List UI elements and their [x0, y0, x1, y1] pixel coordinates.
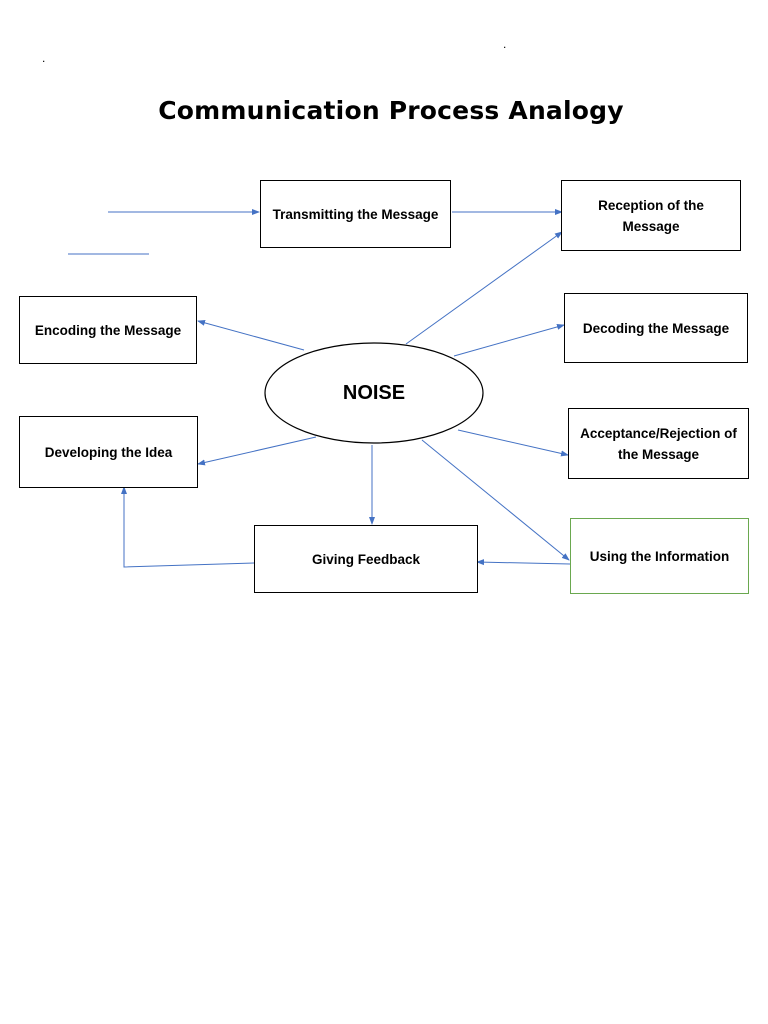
node-reception-of-the-message: Reception of the Message [561, 180, 741, 251]
arrow-noise-to-developing [197, 436, 317, 466]
arrow-noise-to-encoding [197, 319, 305, 351]
noise-label: NOISE [342, 381, 406, 404]
node-giving-feedback: Giving Feedback [254, 525, 478, 593]
node-decoding-the-message: Decoding the Message [564, 293, 748, 363]
node-developing-the-idea: Developing the Idea [19, 416, 198, 488]
arrow-feedback-to-developing [121, 486, 255, 568]
arrow-noise-to-acceptance [457, 429, 569, 457]
stray-dot-left: . [42, 51, 46, 65]
arrow-noise-to-using [421, 439, 570, 561]
stray-dot-right: . [503, 37, 507, 51]
node-transmitting-the-message: Transmitting the Message [260, 180, 451, 248]
node-encoding-the-message: Encoding the Message [19, 296, 197, 364]
node-acceptance-rejection-of-the-message: Acceptance/Rejection of the Message [568, 408, 749, 479]
page-title: Communication Process Analogy [158, 96, 624, 125]
arrow-noise-to-reception [405, 231, 563, 345]
noise-ellipse [264, 342, 484, 444]
node-using-the-information: Using the Information [570, 518, 749, 594]
arrow-noise-to-decoding [453, 324, 565, 357]
arrow-using-to-feedback [476, 559, 571, 566]
